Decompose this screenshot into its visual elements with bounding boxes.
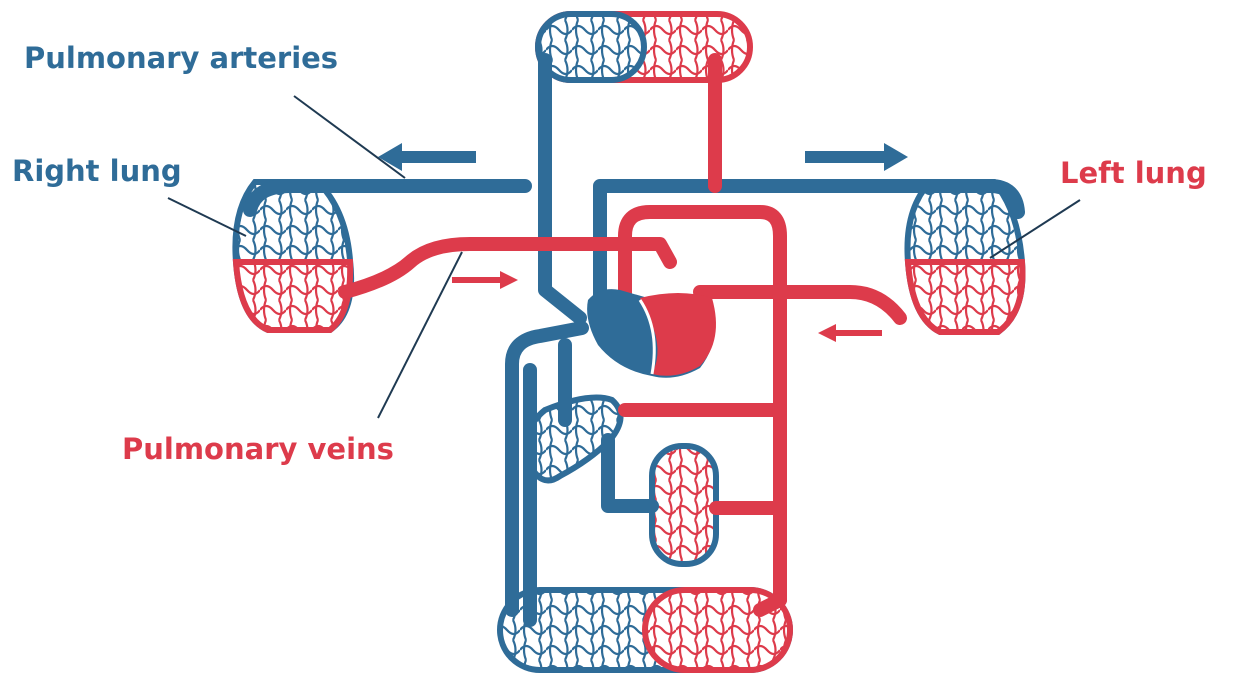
flow-arrow-left-blue [378,143,476,171]
left-lung-capillaries [907,182,1022,332]
pulmonary-arteries-leader [294,96,405,178]
flow-arrow-left-red [818,324,882,342]
label-pulmonary-veins: Pulmonary veins [122,435,394,464]
kidney-capillaries [652,446,716,564]
heart [587,289,716,378]
label-left-lung: Left lung [1060,159,1207,188]
flow-arrow-right-blue [805,143,908,171]
lower-body-capillaries [500,590,790,670]
label-pulmonary-arteries: Pulmonary arteries [24,44,338,73]
flow-arrow-right-red [452,271,518,289]
label-right-lung: Right lung [12,157,182,186]
right-lung-leader [168,198,246,236]
